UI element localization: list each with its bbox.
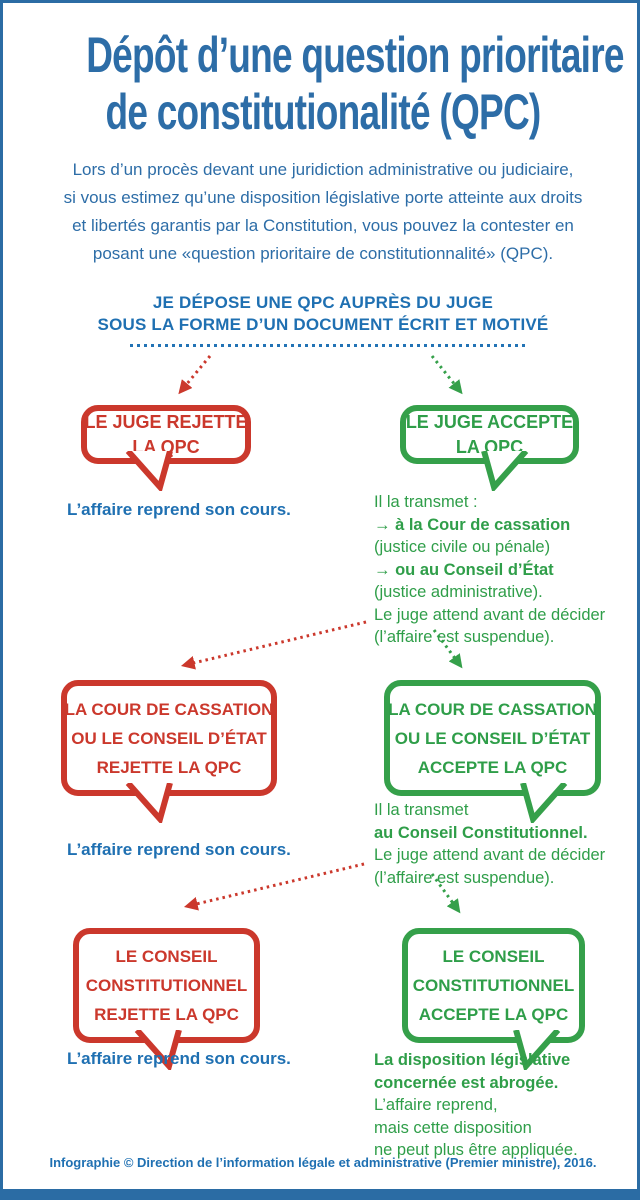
dotted-separator: [130, 344, 526, 347]
arrow-council-rejects-icon: [183, 862, 365, 911]
outcome-court-rejects: L’affaire reprend son cours.: [67, 840, 291, 859]
flow-start-heading: JE DÉPOSE UNE QPC AUPRÈS DU JUGE SOUS LA…: [3, 292, 637, 336]
detail-judge-accepts: Il la transmet :→ à la Cour de cassation…: [374, 493, 606, 646]
bubble-tail-icon: [520, 783, 568, 823]
intro-text: Lors d’un procès devant une juridiction …: [63, 160, 583, 263]
page-title: Dépôt d’une question prioritaire de cons…: [3, 27, 637, 141]
arrow-judge-rejects-icon: [178, 355, 212, 395]
bottom-bar: [3, 1189, 637, 1197]
arrow-judge-accepts-icon: [430, 355, 463, 395]
bubble-tail-icon: [134, 1030, 182, 1070]
outcome-council-rejects: L’affaire reprend son cours.: [67, 1049, 291, 1068]
page-title-line2: de constitutionalité (QPC): [105, 84, 541, 140]
bubble-tail-icon: [125, 451, 173, 491]
arrow-court-rejects-icon: [180, 620, 367, 670]
footer-credit: Infographie © Direction de l’information…: [49, 1155, 597, 1170]
flow-start-line2: SOUS LA FORME D’UN DOCUMENT ÉCRIT ET MOT…: [97, 315, 549, 334]
bubble-tail-icon: [125, 783, 173, 823]
bubble-tail-icon: [481, 451, 529, 491]
page-title-line1: Dépôt d’une question prioritaire: [86, 27, 624, 83]
bubble-tail-icon: [513, 1030, 561, 1070]
outcome-judge-rejects: L’affaire reprend son cours.: [67, 500, 291, 519]
flow-start-line1: JE DÉPOSE UNE QPC AUPRÈS DU JUGE: [152, 293, 494, 312]
